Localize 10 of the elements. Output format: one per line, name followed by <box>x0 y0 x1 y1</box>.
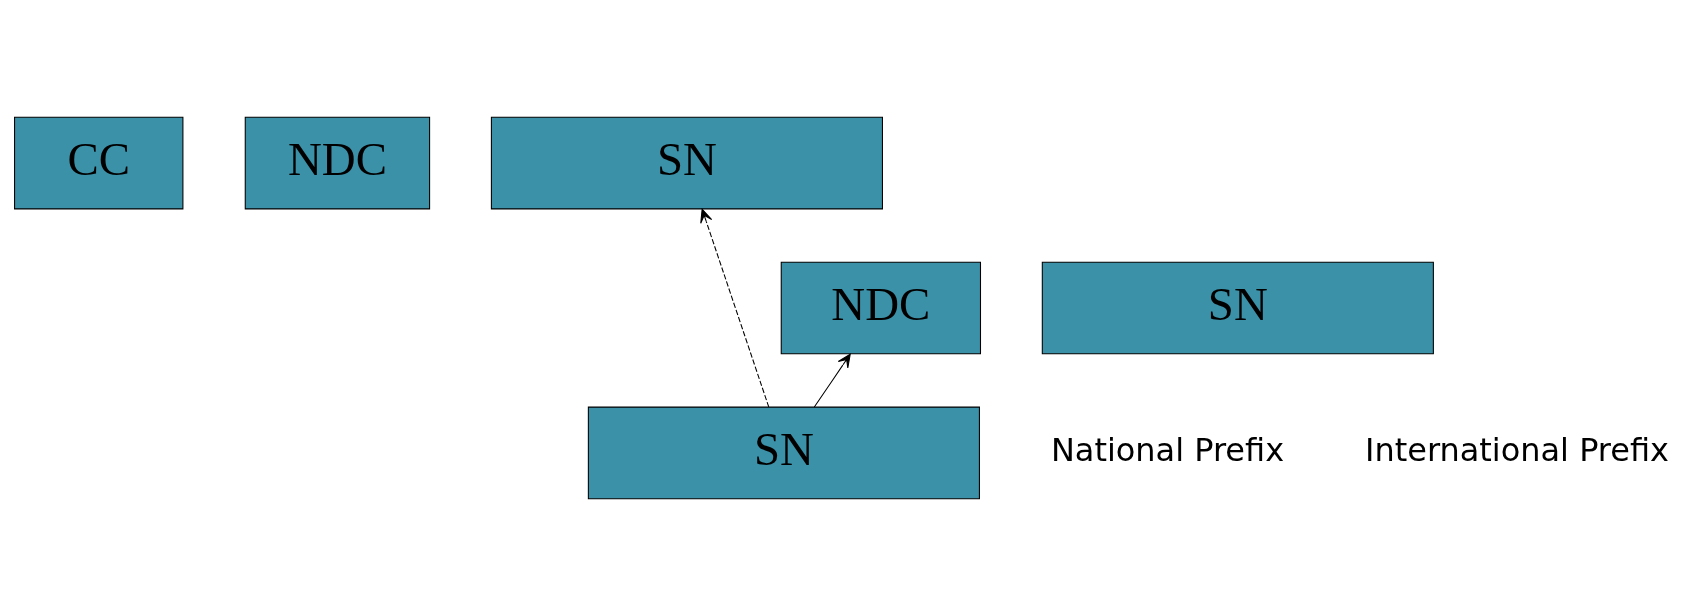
node-box: NDC <box>780 261 981 355</box>
node-box: NDC <box>244 116 430 210</box>
arrow <box>813 353 851 408</box>
label: National Prefix <box>1050 430 1284 469</box>
label: International Prefix <box>1364 430 1669 469</box>
arrow <box>699 208 769 408</box>
node-box: CC <box>13 116 183 210</box>
node-box: SN <box>490 116 883 210</box>
node-box: SN <box>1041 261 1434 355</box>
node-box: SN <box>587 406 980 500</box>
